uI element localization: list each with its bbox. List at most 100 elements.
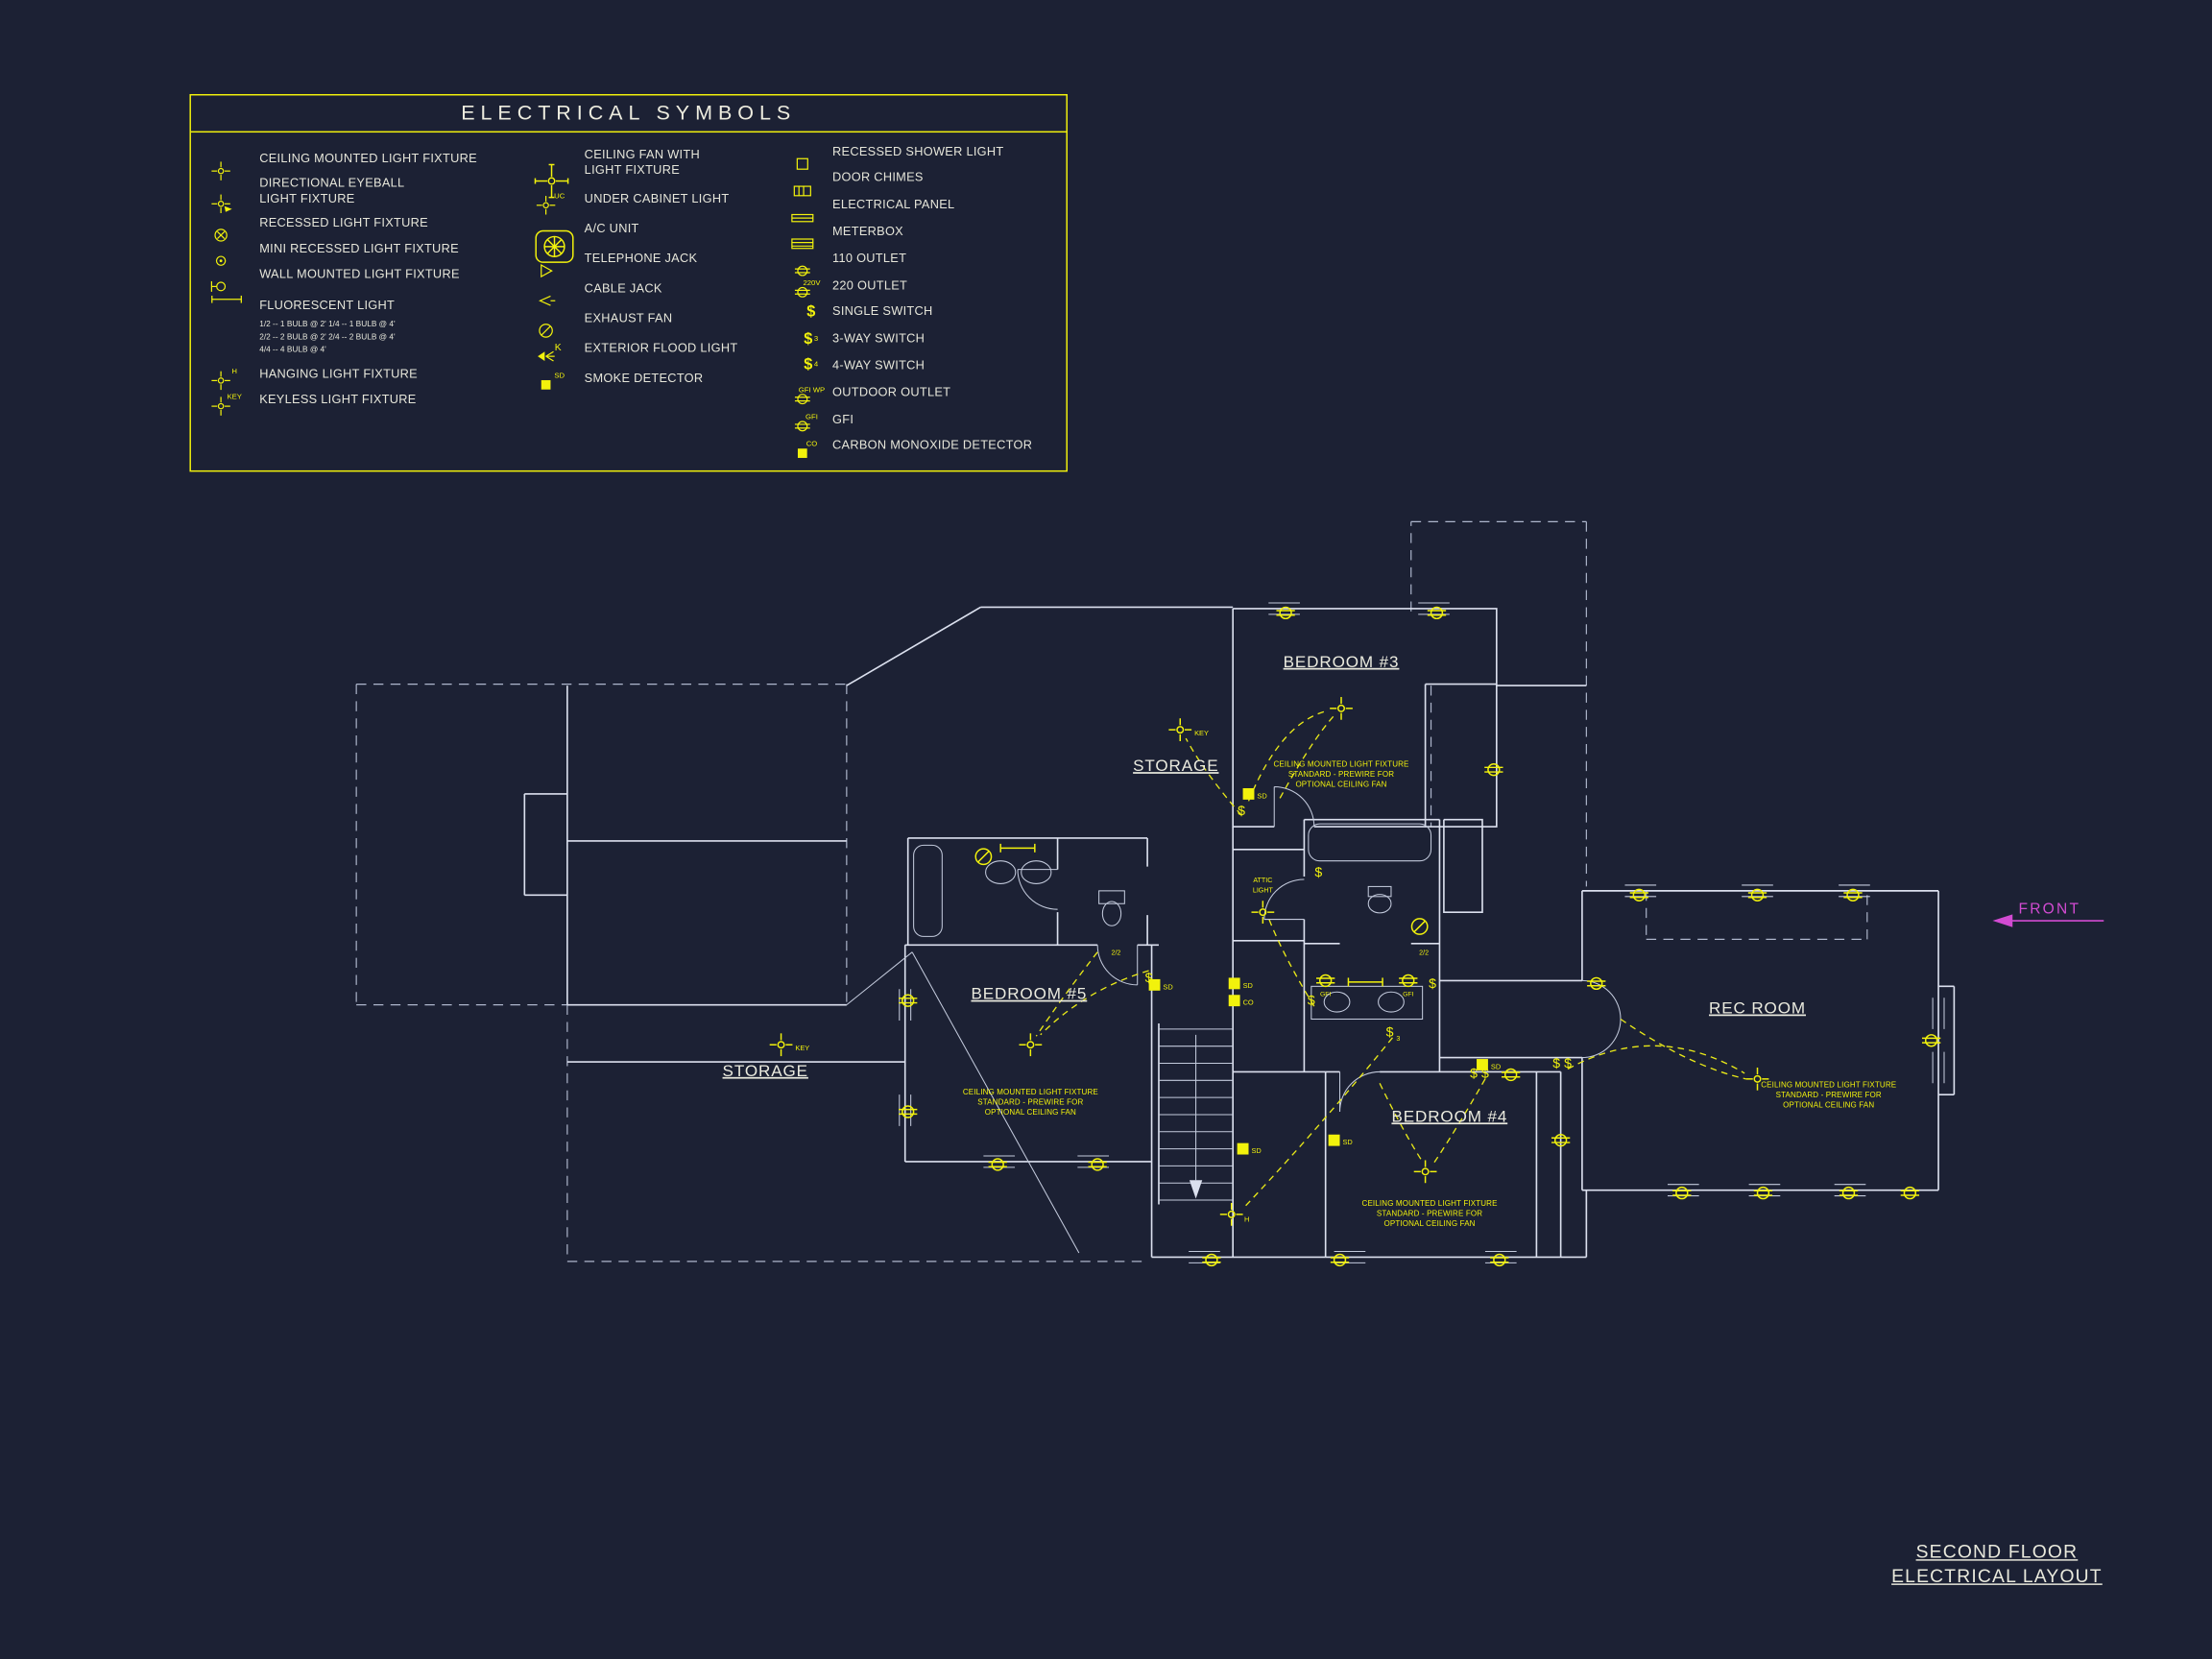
svg-text:KEY: KEY <box>795 1044 809 1052</box>
svg-text:OPTIONAL CEILING FAN: OPTIONAL CEILING FAN <box>985 1108 1076 1117</box>
legend-item-3-way-switch: $3 3-WAY SWITCH <box>789 330 1060 348</box>
svg-text:$: $ <box>1429 975 1436 991</box>
svg-text:SD: SD <box>1243 981 1253 990</box>
legend-item-recessed-light: RECESSED LIGHT FIXTURE <box>208 214 533 243</box>
svg-text:OPTIONAL CEILING FAN: OPTIONAL CEILING FAN <box>1783 1101 1874 1110</box>
four-way-switch-icon: $4 <box>804 356 819 374</box>
drawing-title: SECOND FLOOR ELECTRICAL LAYOUT <box>1879 1539 2115 1587</box>
svg-text:SD: SD <box>1251 1146 1261 1155</box>
outdoor-outlet-icon: GFI WP <box>789 387 832 405</box>
exhaust-fan-icon <box>1410 918 1429 935</box>
svg-text:2/2: 2/2 <box>1111 950 1120 957</box>
legend-item-directional-eyeball: DIRECTIONAL EYEBALL LIGHT FIXTURE <box>208 176 533 206</box>
legend-column-2: CEILING FAN WITH LIGHT FIXTURE UC UNDER … <box>533 147 792 391</box>
legend-item-110-outlet: 110 OUTLET <box>789 250 1060 276</box>
legend-item-under-cabinet-light: UC UNDER CABINET LIGHT <box>533 190 792 216</box>
switch-symbols: $ 3 $ $ $ 3 $ $ $ $ $ $ <box>1145 803 1572 1080</box>
svg-text:$: $ <box>1564 1055 1572 1070</box>
legend-item-cable-jack: CABLE JACK <box>533 280 792 307</box>
ceiling-light-symbols <box>768 696 1770 1227</box>
detector-symbols: SD SD CO SD SD SD SD <box>1148 787 1501 1155</box>
fluorescent-light-icon <box>1347 976 1383 988</box>
gfi-icon: GFI <box>789 413 832 432</box>
switch-leg-arcs <box>1035 710 1746 1210</box>
keyless-light-icon: KEY <box>208 394 259 418</box>
svg-text:$: $ <box>1145 970 1153 985</box>
legend-item-co-detector: CO CARBON MONOXIDE DETECTOR <box>789 437 1060 458</box>
legend-panel: ELECTRICAL SYMBOLS CEILING MOUNTED LIGHT… <box>189 93 1068 472</box>
legend-item-door-chimes: DOOR CHIMES <box>789 169 1060 197</box>
svg-text:H: H <box>1244 1214 1249 1223</box>
svg-text:$: $ <box>1386 1023 1394 1039</box>
svg-text:$: $ <box>1481 1065 1489 1080</box>
legend-item-recessed-shower-light: RECESSED SHOWER LIGHT <box>789 142 1060 170</box>
svg-text:$: $ <box>1308 993 1315 1008</box>
wall-lines <box>523 606 1956 1259</box>
svg-text:$: $ <box>1314 864 1322 879</box>
drawing-title-line1: SECOND FLOOR <box>1915 1540 2079 1563</box>
under-cabinet-light-icon: UC <box>533 193 584 216</box>
room-label-bedroom4: BEDROOM #4 <box>1391 1107 1507 1125</box>
keyless-light-icon <box>1167 717 1192 742</box>
outlet-220-icon: 220V <box>789 279 832 298</box>
svg-text:KEY: KEY <box>1194 729 1209 737</box>
svg-text:SD: SD <box>1257 791 1266 800</box>
svg-text:STANDARD - PREWIRE FOR: STANDARD - PREWIRE FOR <box>1288 770 1394 779</box>
legend-item-meterbox: METERBOX <box>789 223 1060 250</box>
room-label-storage-lower: STORAGE <box>723 1062 808 1080</box>
svg-text:OPTIONAL CEILING FAN: OPTIONAL CEILING FAN <box>1383 1219 1475 1228</box>
svg-text:GFI: GFI <box>1320 992 1331 998</box>
legend-item-mini-recessed-light: MINI RECESSED LIGHT FIXTURE <box>208 240 533 267</box>
svg-text:CEILING MOUNTED LIGHT FIXTURE: CEILING MOUNTED LIGHT FIXTURE <box>963 1088 1098 1096</box>
ceiling-light-icon <box>1329 696 1354 721</box>
room-label-bedroom5: BEDROOM #5 <box>971 985 1087 1003</box>
legend-item-hanging-light: H HANGING LIGHT FIXTURE <box>208 366 533 392</box>
legend-item-exterior-flood-light: K EXTERIOR FLOOD LIGHT <box>533 340 792 362</box>
hanging-light-icon <box>1219 1202 1244 1227</box>
room-label-rec-room: REC ROOM <box>1709 999 1806 1018</box>
svg-text:SD: SD <box>1342 1138 1352 1146</box>
legend-item-outdoor-outlet: GFI WP OUTDOOR OUTLET <box>789 384 1060 405</box>
room-labels: BEDROOM #3 STORAGE BEDROOM #5 STORAGE BE… <box>723 653 1806 1126</box>
svg-text:$: $ <box>1238 803 1245 818</box>
legend-title: ELECTRICAL SYMBOLS <box>190 95 1067 133</box>
legend-item-fluorescent-light: FLUORESCENT LIGHT 1/2 -- 1 BULB @ 2' 1/4… <box>208 292 533 357</box>
svg-text:CO: CO <box>1243 998 1254 1007</box>
svg-text:ATTIC: ATTIC <box>1253 877 1272 884</box>
svg-text:STANDARD - PREWIRE FOR: STANDARD - PREWIRE FOR <box>977 1098 1083 1107</box>
front-marker: FRONT <box>1992 902 2104 927</box>
legend-item-electrical-panel: ELECTRICAL PANEL <box>789 196 1060 222</box>
legend-item-exhaust-fan: EXHAUST FAN <box>533 310 792 339</box>
legend-item-wall-mounted-light: WALL MOUNTED LIGHT FIXTURE <box>208 266 533 294</box>
legend-item-keyless-light: KEY KEYLESS LIGHT FIXTURE <box>208 391 533 418</box>
door-swings <box>1017 785 1622 1112</box>
fixture-notes: CEILING MOUNTED LIGHT FIXTURE STANDARD -… <box>963 760 1896 1228</box>
fluorescent-light-icon <box>999 843 1036 854</box>
svg-text:OPTIONAL CEILING FAN: OPTIONAL CEILING FAN <box>1295 780 1386 788</box>
three-way-switch-icon: $3 <box>804 329 819 348</box>
svg-text:3: 3 <box>1156 980 1160 988</box>
outlet-symbols <box>898 606 1942 1267</box>
svg-text:CEILING MOUNTED LIGHT FIXTURE: CEILING MOUNTED LIGHT FIXTURE <box>1273 760 1408 769</box>
small-yellow-labels: GFI GFI KEY KEY H ATTIC LIGHT 2/2 2/2 <box>795 729 1429 1223</box>
svg-text:CEILING MOUNTED LIGHT FIXTURE: CEILING MOUNTED LIGHT FIXTURE <box>1761 1081 1896 1090</box>
attic-light-icon <box>1250 900 1275 925</box>
room-label-storage-upper: STORAGE <box>1133 757 1218 775</box>
drawing-title-line2: ELECTRICAL LAYOUT <box>1891 1565 2103 1587</box>
svg-text:SD: SD <box>1163 982 1172 991</box>
svg-text:$: $ <box>1470 1065 1478 1080</box>
legend-item-single-switch: $ SINGLE SWITCH <box>789 303 1060 321</box>
legend-item-ceiling-mounted-light: CEILING MOUNTED LIGHT FIXTURE <box>208 150 533 181</box>
legend-item-gfi: GFI GFI <box>789 411 1060 432</box>
legend-item-ac-unit: A/C UNIT <box>533 220 792 264</box>
ceiling-light-icon <box>1018 1032 1043 1057</box>
fluorescent-light-icon <box>208 292 259 304</box>
single-switch-icon: $ <box>806 302 816 321</box>
legend-item-telephone-jack: TELEPHONE JACK <box>533 251 792 278</box>
room-label-bedroom3: BEDROOM #3 <box>1284 653 1400 671</box>
smoke-detector-icon: SD <box>533 373 584 391</box>
co-detector-icon: CO <box>789 440 832 458</box>
svg-text:$: $ <box>1552 1055 1560 1070</box>
